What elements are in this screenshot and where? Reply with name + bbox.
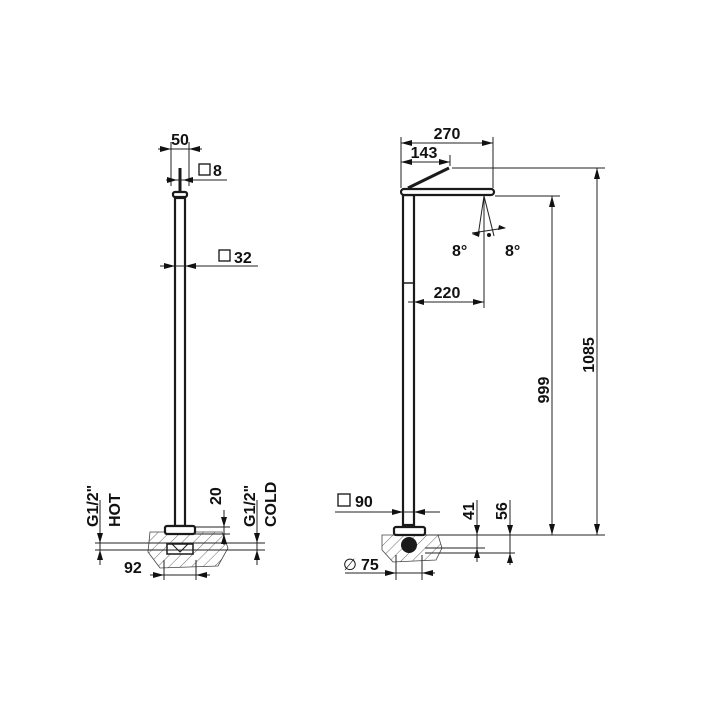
dim-999: 999 bbox=[536, 377, 553, 404]
dim-20: 20 bbox=[208, 487, 225, 505]
valve-ball bbox=[401, 537, 417, 553]
hot-label: HOT bbox=[107, 493, 124, 527]
dim-143: 143 bbox=[411, 145, 438, 162]
dim-1085: 1085 bbox=[581, 337, 598, 373]
spout bbox=[399, 187, 496, 197]
square-symbol-icon bbox=[198, 163, 211, 176]
dim-56: 56 bbox=[494, 502, 511, 520]
base-flange bbox=[392, 525, 427, 537]
cold-thread: G1/2" bbox=[242, 485, 259, 527]
dim-270: 270 bbox=[434, 126, 461, 143]
angle-left: 8° bbox=[452, 243, 467, 260]
dim-92: 92 bbox=[124, 560, 142, 577]
dim-8: 8 bbox=[213, 163, 222, 180]
dim-90: 90 bbox=[355, 494, 373, 511]
column bbox=[401, 193, 416, 527]
square-symbol-icon bbox=[218, 249, 231, 262]
handle-cap bbox=[171, 190, 189, 199]
right-view: 270 143 8° 8° 220 999 1085 bbox=[335, 126, 605, 580]
valve-flange bbox=[163, 524, 197, 536]
dim-32: 32 bbox=[234, 250, 252, 267]
dim-41: 41 bbox=[461, 502, 478, 520]
square-symbol-icon bbox=[337, 493, 351, 507]
angle-right: 8° bbox=[505, 243, 520, 260]
dim-220: 220 bbox=[434, 285, 461, 302]
dim-50: 50 bbox=[171, 132, 189, 149]
lever bbox=[407, 166, 450, 190]
cold-label: COLD bbox=[263, 482, 280, 527]
diameter-symbol-icon: ∅ bbox=[343, 557, 357, 574]
column bbox=[173, 196, 187, 528]
hot-thread: G1/2" bbox=[85, 485, 102, 527]
left-view: 50 8 32 20 G1/2" HOT bbox=[85, 132, 280, 580]
dim-75: 75 bbox=[361, 557, 379, 574]
